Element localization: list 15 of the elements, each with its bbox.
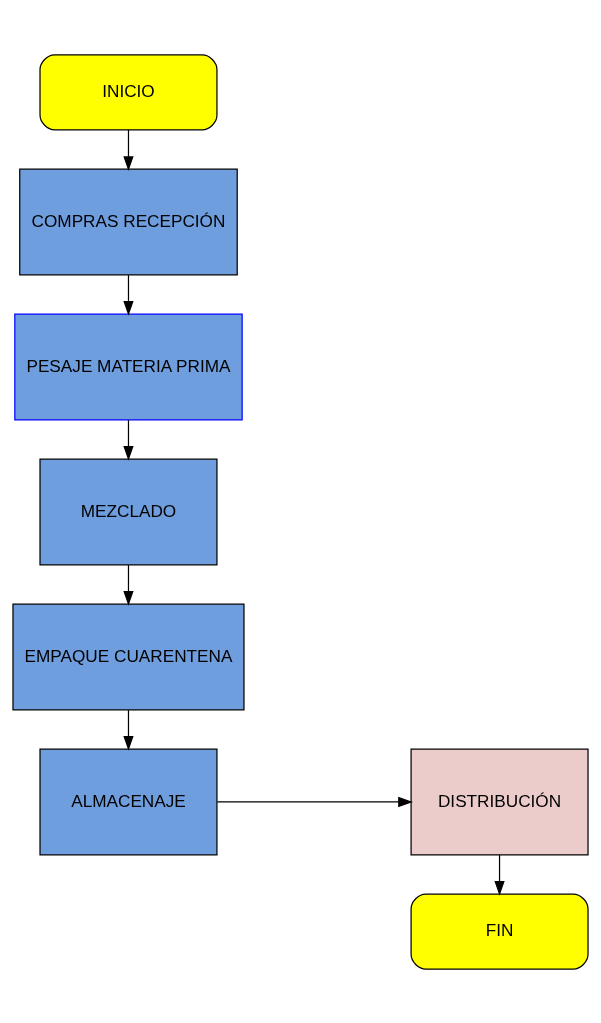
arrow [494, 853, 505, 896]
node-box: FIN [410, 893, 589, 970]
node-box: EMPAQUE CUARENTENA [12, 603, 245, 710]
arrow [123, 128, 134, 171]
node-box: PESAJE MATERIA PRIMA [14, 313, 243, 420]
arrow [123, 274, 134, 316]
arrow [216, 796, 413, 807]
node-box: MEZCLADO [39, 458, 218, 565]
node-box: DISTRIBUCIÓN [410, 748, 589, 855]
arrow [123, 709, 134, 751]
arrow [123, 564, 134, 606]
node-box: INICIO [39, 53, 218, 130]
arrow [123, 419, 134, 461]
node-box: ALMACENAJE [39, 748, 218, 855]
node-box: COMPRAS RECEPCIÓN [19, 168, 238, 275]
